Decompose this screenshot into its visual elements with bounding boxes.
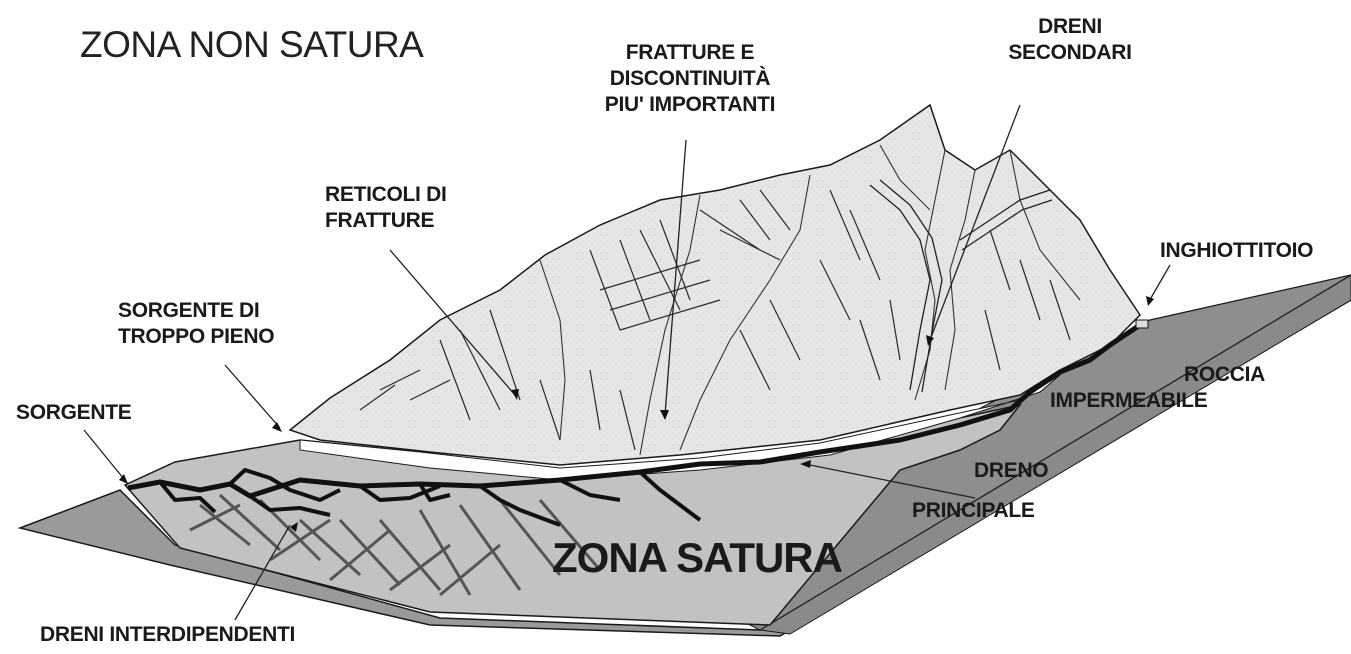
secondary-drains-line-2: SECONDARI [975, 40, 1165, 66]
unsaturated-zone-title: ZONA NON SATURA [80, 24, 423, 66]
main-drain-line-1: DRENO [912, 458, 1092, 484]
major-fractures-line-1: FRATTURE E [585, 40, 795, 66]
impermeable-rock-label: ROCCIA IMPERMEABILE [1050, 362, 1265, 414]
main-drain-label: DRENO PRINCIPALE [912, 458, 1092, 524]
interconnected-drains-label: DRENI INTERDIPENDENTI [40, 622, 295, 648]
secondary-drains-line-1: DRENI [975, 14, 1165, 40]
overflow-spring-label: SORGENTE DI TROPPO PIENO [118, 298, 274, 350]
major-fractures-label: FRATTURE E DISCONTINUITÀ PIU' IMPORTANTI [585, 40, 795, 118]
fracture-networks-line-2: FRATTURE [325, 208, 447, 234]
spring-label: SORGENTE [16, 400, 131, 426]
sinkhole-marker [1136, 320, 1148, 328]
main-drain-line-2: PRINCIPALE [912, 498, 1092, 524]
fracture-networks-label: RETICOLI DI FRATTURE [325, 182, 447, 234]
secondary-drains-label: DRENI SECONDARI [975, 14, 1165, 66]
overflow-spring-line-2: TROPPO PIENO [118, 324, 274, 350]
major-fractures-line-3: PIU' IMPORTANTI [585, 92, 795, 118]
saturated-zone-title: ZONA SATURA [552, 534, 842, 582]
fracture-networks-line-1: RETICOLI DI [325, 182, 447, 208]
impermeable-rock-line-2: IMPERMEABILE [1050, 388, 1265, 414]
impermeable-rock-line-1: ROCCIA [1050, 362, 1265, 388]
sinkhole-label: INGHIOTTITOIO [1160, 238, 1313, 264]
major-fractures-line-2: DISCONTINUITÀ [585, 66, 795, 92]
overflow-spring-line-1: SORGENTE DI [118, 298, 274, 324]
